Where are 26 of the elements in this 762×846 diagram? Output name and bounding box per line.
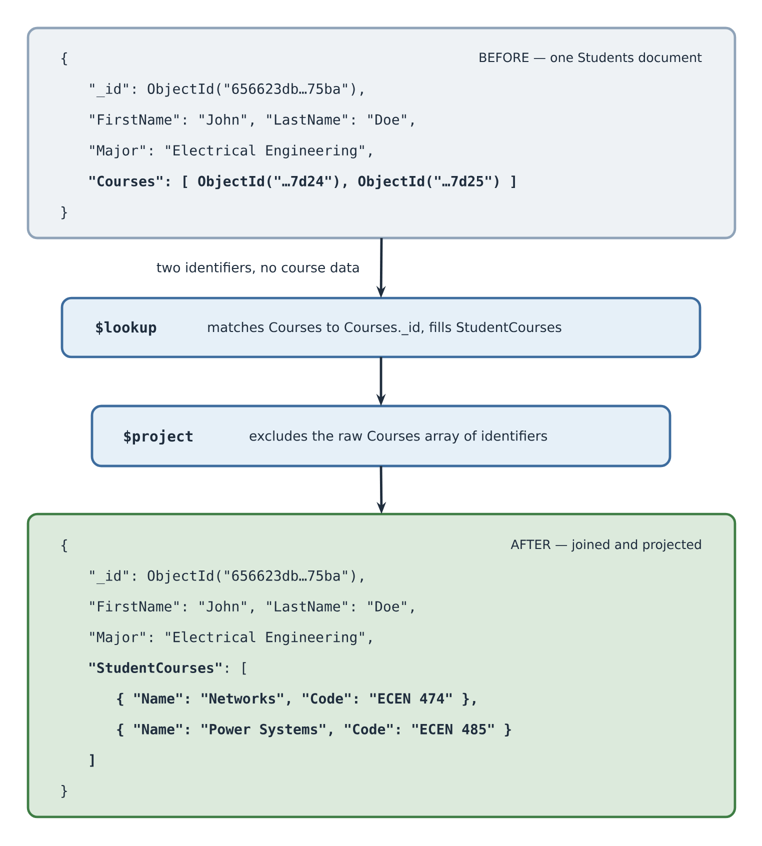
code-line: "FirstName": "John", "LastName": "Doe", xyxy=(90,600,414,614)
code-line: "Major": "Electrical Engineering", xyxy=(90,144,372,158)
stage-description: excludes the raw Courses array of identifiers xyxy=(250,430,548,444)
document-card xyxy=(26,512,736,818)
code-line: ] xyxy=(90,754,94,767)
document-card xyxy=(26,26,736,240)
code-line: "_id": ObjectId("656623db…75ba"), xyxy=(90,83,363,98)
stage-operator: $project xyxy=(124,430,192,444)
stage-description: matches Courses to Courses._id, fills StudentCourses xyxy=(208,322,562,336)
code-line: { xyxy=(62,539,67,552)
card-heading: AFTER — joined and projected xyxy=(510,539,701,552)
card-heading: BEFORE — one Students document xyxy=(480,52,702,62)
edge-label: two identifiers, no course data xyxy=(156,262,359,274)
code-line: { "Name": "Networks", "Code": "ECEN 474" }, xyxy=(117,692,476,706)
code-line: { xyxy=(62,52,67,66)
code-line: "Major": "Electrical Engineering", xyxy=(90,631,372,646)
code-line: { "Name": "Power Systems", "Code": "ECEN 485" } xyxy=(117,724,511,738)
stage-box xyxy=(60,296,702,358)
code-line: "Courses": [ ObjectId("…7d24"), ObjectId("…7d25") ] xyxy=(90,174,515,190)
code-line: } xyxy=(62,784,67,798)
stage-operator: $lookup xyxy=(96,321,156,336)
code-line: "FirstName": "John", "LastName": "Doe", xyxy=(90,114,414,127)
code-line: "_id": ObjectId("656623db…75ba"), xyxy=(90,570,363,584)
stage-box xyxy=(90,404,672,468)
code-line: "StudentCourses": [ xyxy=(90,662,246,675)
code-line: } xyxy=(62,206,67,220)
